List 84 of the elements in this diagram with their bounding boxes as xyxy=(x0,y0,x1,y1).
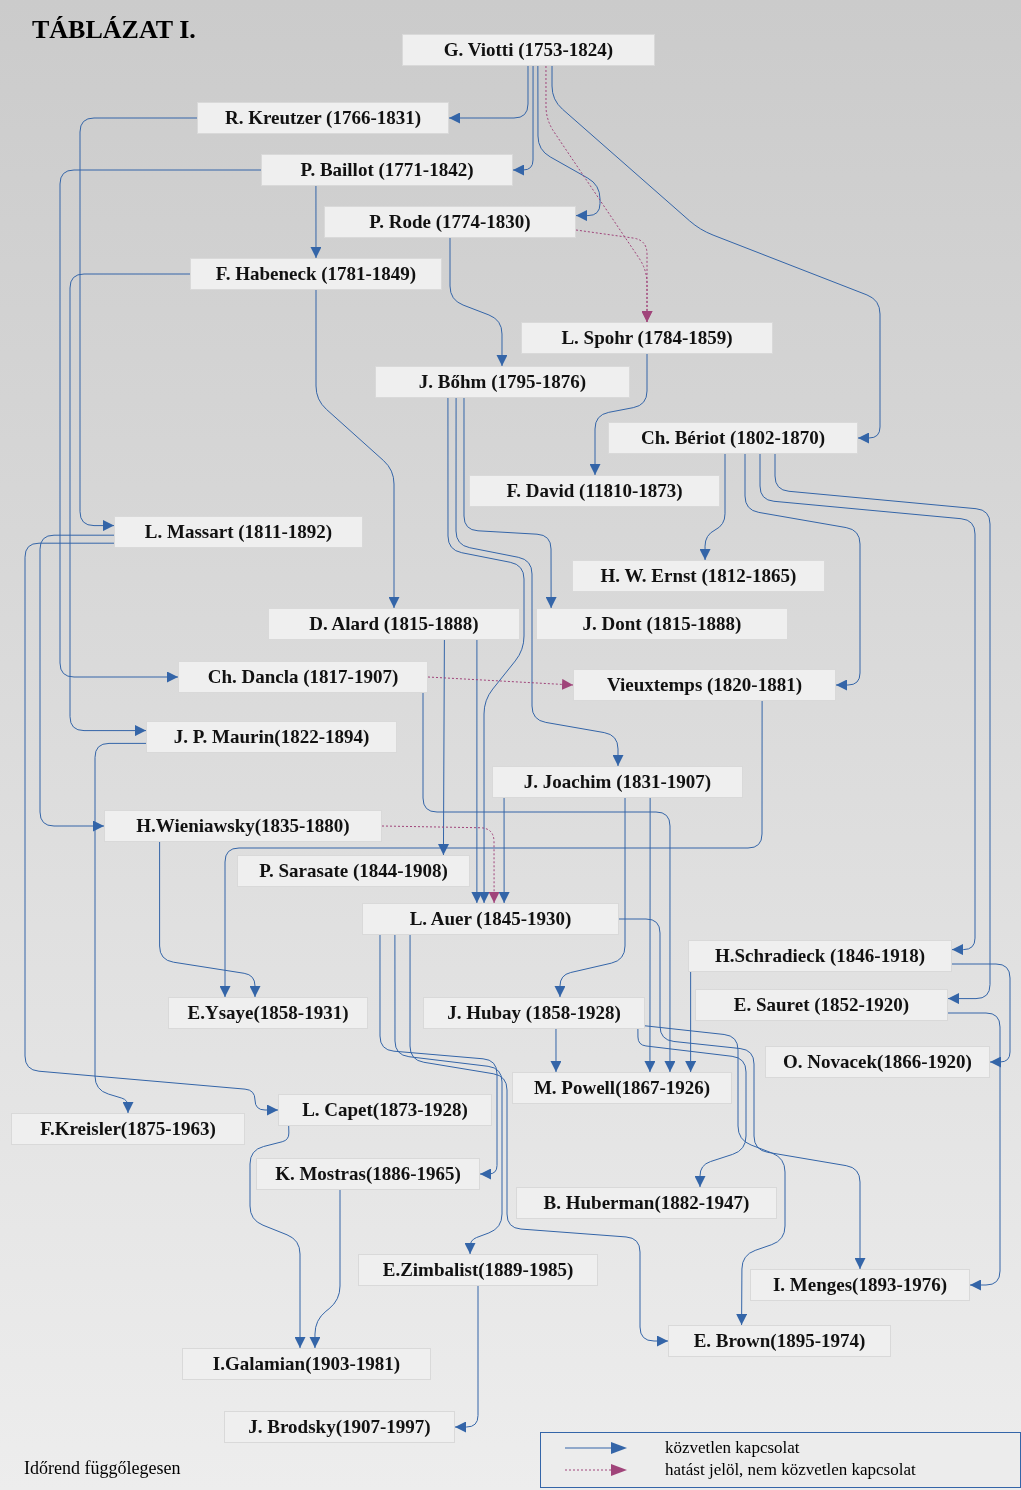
arrow xyxy=(550,1028,562,1073)
name-box: Ch. Dancla (1817-1907) xyxy=(178,661,428,693)
name-box: L. Massart (1811-1892) xyxy=(114,516,363,548)
name-box: F. David (11810-1873) xyxy=(469,475,720,507)
name-box: E.Ysaye(1858-1931) xyxy=(168,997,368,1029)
arrow xyxy=(381,825,500,904)
name-box: E.Zimbalist(1889-1985) xyxy=(358,1254,598,1286)
arrow xyxy=(512,65,534,176)
arrow xyxy=(310,185,322,259)
name-box: Ch. Bériot (1802-1870) xyxy=(608,422,858,454)
arrow xyxy=(644,797,656,1073)
arrow xyxy=(69,273,191,737)
arrow xyxy=(39,534,115,832)
name-box: L. Auer (1845-1930) xyxy=(362,903,619,935)
name-box: J. Hubay (1858-1928) xyxy=(423,997,645,1029)
note: Időrend függőlegesen xyxy=(24,1457,181,1480)
name-box: E. Sauret (1852-1920) xyxy=(695,989,948,1021)
arrow xyxy=(575,229,653,323)
arrow xyxy=(438,639,449,856)
name-box: E. Brown(1895-1974) xyxy=(668,1325,891,1357)
arrow xyxy=(309,1189,341,1349)
name-box: J. Bőhm (1795-1876) xyxy=(375,366,630,398)
arrow xyxy=(744,453,861,691)
name-box: J. Dont (1815-1888) xyxy=(536,608,788,640)
name-box: L. Capet(1873-1928) xyxy=(278,1094,492,1126)
arrow xyxy=(774,453,991,1005)
arrow xyxy=(379,934,498,1180)
arrow xyxy=(94,742,147,1114)
arrow xyxy=(554,797,626,998)
arrow xyxy=(644,1025,786,1326)
name-box: I.Galamian(1903-1981) xyxy=(182,1348,431,1380)
name-box: K. Mostras(1886-1965) xyxy=(256,1158,480,1190)
name-box: F.Kreisler(1875-1963) xyxy=(11,1113,245,1145)
arrow xyxy=(249,1125,306,1349)
name-box: I. Menges(1893-1976) xyxy=(750,1269,970,1301)
arrow xyxy=(394,934,503,1255)
arrow xyxy=(699,453,726,561)
name-box: P. Rode (1774-1830) xyxy=(324,206,576,238)
name-box: F. Habeneck (1781-1849) xyxy=(190,258,442,290)
arrow xyxy=(422,692,676,1073)
arrow xyxy=(463,397,557,609)
arrow xyxy=(759,453,976,956)
arrow xyxy=(471,639,483,904)
arrow xyxy=(24,542,279,1116)
arrow xyxy=(427,676,574,690)
name-box: B. Huberman(1882-1947) xyxy=(516,1187,777,1219)
name-box: P. Sarasate (1844-1908) xyxy=(237,855,470,887)
arrow xyxy=(159,841,261,998)
arrow xyxy=(537,65,601,222)
arrow xyxy=(447,397,525,904)
arrow xyxy=(59,169,262,683)
arrow xyxy=(951,963,1011,1068)
arrow xyxy=(409,934,669,1347)
name-box: J. Joachim (1831-1907) xyxy=(492,766,743,798)
arrow xyxy=(449,237,508,367)
legend-text: hatást jelöl, nem közvetlen kapcsolat xyxy=(665,1461,916,1478)
arrow xyxy=(455,397,624,767)
title: TÁBLÁZAT I. xyxy=(32,14,196,46)
arrow xyxy=(498,797,510,904)
arrow xyxy=(637,1028,747,1188)
arrow xyxy=(219,700,763,998)
arrow xyxy=(448,65,529,124)
name-box: O. Novacek(1866-1920) xyxy=(765,1046,990,1078)
name-box: M. Powell(1867-1926) xyxy=(512,1072,732,1104)
legend-text: közvetlen kapcsolat xyxy=(665,1439,800,1456)
name-box: D. Alard (1815-1888) xyxy=(268,608,520,640)
arrow xyxy=(79,117,198,532)
name-box: P. Baillot (1771-1842) xyxy=(261,154,513,186)
name-box: L. Spohr (1784-1859) xyxy=(521,322,773,354)
arrow xyxy=(589,353,648,476)
arrow xyxy=(454,1285,479,1433)
arrow xyxy=(947,1012,1001,1291)
arrow xyxy=(551,65,881,444)
name-box: G. Viotti (1753-1824) xyxy=(402,34,655,66)
name-box: J. Brodsky(1907-1997) xyxy=(224,1411,455,1443)
name-box: H. W. Ernst (1812-1865) xyxy=(572,560,825,592)
arrow xyxy=(315,289,400,609)
name-box: Vieuxtemps (1820-1881) xyxy=(573,669,836,701)
name-box: H.Schradieck (1846-1918) xyxy=(688,940,952,972)
name-box: J. P. Maurin(1822-1894) xyxy=(146,721,397,753)
arrow xyxy=(685,971,697,1073)
name-box: H.Wieniawsky(1835-1880) xyxy=(104,810,382,842)
name-box: R. Kreutzer (1766-1831) xyxy=(197,102,449,134)
arrow xyxy=(618,918,866,1270)
